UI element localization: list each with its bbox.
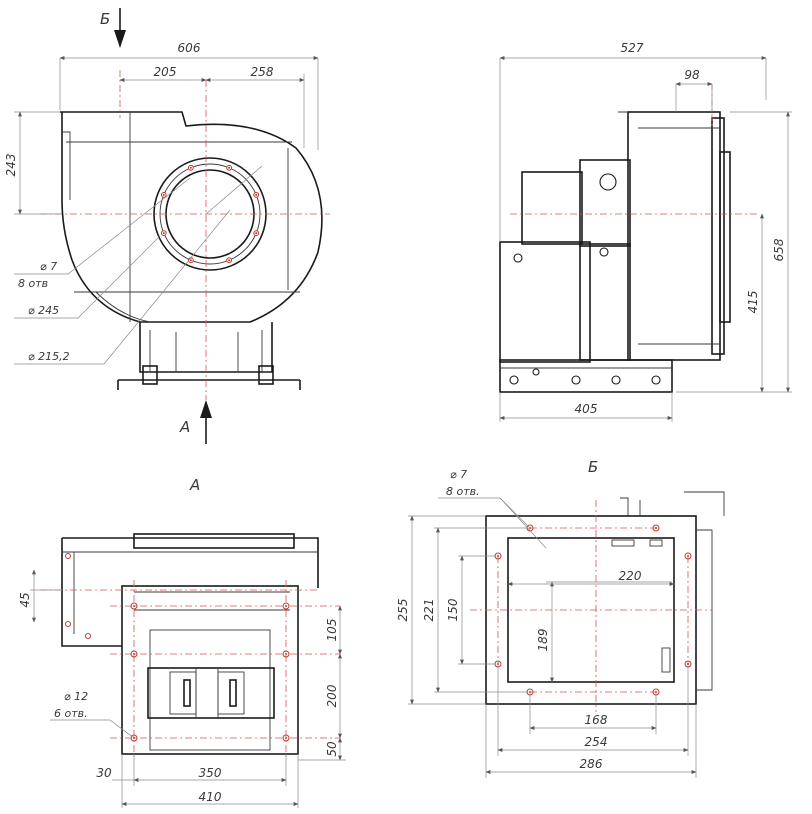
marker-a-bottom: А: [179, 418, 190, 436]
view-a: А 45 105 200 50: [18, 476, 346, 808]
view-a-callout-dia: ⌀ 12: [64, 690, 88, 703]
dim-45: 45: [18, 592, 32, 607]
view-b-callout-count: 8 отв.: [446, 485, 480, 498]
view-b-callout-dia: ⌀ 7: [450, 468, 467, 481]
side-motor-mount: [499, 241, 591, 363]
side-motor: [521, 171, 583, 245]
dim-258: 258: [251, 65, 274, 79]
dim-286: 286: [580, 757, 603, 771]
front-view: 606 205 258 243 ⌀ 7 8 отв ⌀ 245 ⌀ 215,2 …: [4, 8, 330, 444]
dim-243: 243: [4, 154, 18, 177]
bolt-hole-center: [255, 193, 258, 196]
side-bearing-block: [579, 159, 631, 247]
flange-hole-center: [133, 653, 135, 655]
bolt-hole-center: [228, 166, 231, 169]
side-base-frame: [499, 359, 673, 393]
dim-200: 200: [325, 684, 339, 707]
front-housing-outline: [60, 111, 323, 323]
view-a-outlet-flange: [121, 585, 299, 755]
callout-holes-dia: ⌀ 7: [40, 260, 57, 273]
dim-254: 254: [585, 735, 608, 749]
dim-105: 105: [325, 619, 339, 642]
callout-holes-count: 8 отв: [18, 277, 48, 290]
bolt-hole-center: [162, 193, 165, 196]
dim-98: 98: [684, 68, 700, 82]
dim-205: 205: [154, 65, 177, 79]
view-a-flange-holes: [130, 602, 290, 742]
bolt-hole-center: [255, 232, 258, 235]
dim-415: 415: [746, 291, 760, 314]
view-b: Б 255 221 150 189 220 168: [396, 458, 725, 778]
dim-168: 168: [585, 713, 608, 727]
side-housing: [627, 111, 721, 361]
dim-189: 189: [536, 629, 550, 652]
dim-150: 150: [446, 598, 460, 621]
bolt-hole-center: [189, 166, 192, 169]
dim-50: 50: [325, 741, 339, 757]
dim-410: 410: [199, 790, 222, 804]
bolt-hole-center: [162, 232, 165, 235]
view-a-title: А: [189, 476, 200, 494]
dim-255: 255: [396, 599, 410, 622]
view-b-opening: [507, 537, 675, 683]
dim-221: 221: [422, 599, 436, 622]
dim-350: 350: [199, 766, 222, 780]
dim-658: 658: [772, 238, 786, 261]
dim-30: 30: [96, 766, 112, 780]
callout-inlet: ⌀ 215,2: [28, 350, 70, 363]
bolt-hole-center: [189, 259, 192, 262]
view-b-title: Б: [588, 458, 598, 476]
dim-405: 405: [575, 402, 598, 416]
side-view: 527 98 658 415 405: [499, 41, 792, 422]
marker-b-top: Б: [100, 10, 110, 28]
dim-527: 527: [621, 41, 644, 55]
dim-220: 220: [619, 569, 642, 583]
bolt-hole-center: [228, 259, 231, 262]
dim-606: 606: [178, 41, 201, 55]
view-a-callout-count: 6 отв.: [54, 707, 88, 720]
callout-bolt-circle: ⌀ 245: [28, 304, 59, 317]
